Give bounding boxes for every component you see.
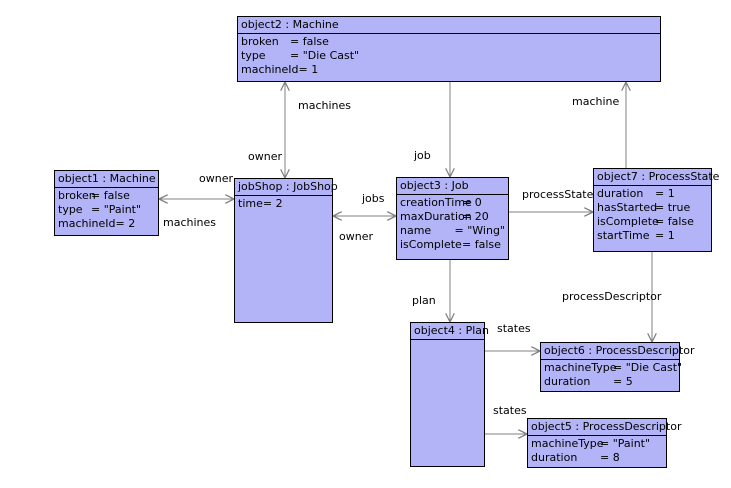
role-label-states: states [497, 322, 531, 335]
role-label-process-state: processState [522, 188, 594, 201]
attribute-name: machineId [241, 63, 299, 76]
object1-box[interactable]: object1 : Machine broken= false type = "P… [54, 170, 159, 236]
attribute-name: time [238, 197, 263, 210]
attribute-value: = 1 [655, 229, 675, 242]
attribute-row: hasStarted= true [597, 201, 708, 215]
object4-title: object4 : Plan [411, 323, 489, 340]
object3-box[interactable]: object3 : Job creationTime= 0 maxDuratio… [396, 177, 509, 260]
attribute-row: maxDuration= 20 [400, 210, 505, 224]
attribute-row: name = "Wing" [400, 224, 505, 238]
role-label-job: job [414, 149, 431, 162]
attribute-value: = 20 [462, 210, 489, 223]
attribute-value: = true [655, 201, 691, 214]
attribute-name: duration [544, 375, 591, 388]
attribute-row: duration = 1 [597, 187, 708, 201]
attribute-value: = "Wing" [454, 224, 505, 237]
attribute-row: broken = false [241, 35, 657, 49]
attribute-row: isComplete= false [597, 215, 708, 229]
attribute-value: = 2 [262, 197, 283, 210]
attribute-name: broken [241, 35, 279, 48]
attribute-row: machineType= "Paint" [531, 437, 663, 451]
role-label-states: states [493, 404, 527, 417]
role-label-jobs: jobs [362, 192, 385, 205]
object2-title: object2 : Machine [238, 17, 660, 34]
role-label-process-descriptor: processDescriptor [562, 290, 662, 303]
object5-box[interactable]: object5 : ProcessDescriptor machineType=… [527, 418, 681, 468]
object2-box[interactable]: object2 : Machine broken = false type = "D… [237, 16, 661, 82]
attribute-row: time= 2 [238, 197, 329, 211]
attribute-name: startTime [597, 229, 650, 242]
attribute-value: = 5 [613, 375, 633, 388]
attribute-name: duration [597, 187, 644, 200]
attribute-row: machineId= 1 [241, 63, 657, 77]
attribute-row: type = "Die Cast" [241, 49, 657, 63]
attribute-value: = "Paint" [91, 203, 142, 216]
attribute-name: creationTime [400, 196, 472, 209]
object6-title: object6 : ProcessDescriptor [541, 343, 694, 360]
attribute-value: = 0 [462, 196, 482, 209]
attribute-name: hasStarted [597, 201, 658, 214]
attribute-name: machineId [58, 217, 116, 230]
attribute-row: broken= false [58, 189, 155, 203]
object5-title: object5 : ProcessDescriptor [528, 419, 681, 436]
attribute-row: duration = 8 [531, 451, 663, 465]
attribute-name: maxDuration [400, 210, 472, 223]
attribute-value: = 8 [600, 451, 620, 464]
role-label-plan: plan [412, 294, 436, 307]
attribute-name: machineType [544, 361, 617, 374]
jobshop-box[interactable]: jobShop : JobShop time= 2 [234, 178, 338, 323]
attribute-value: = "Paint" [600, 437, 651, 450]
attribute-value: = false [91, 189, 130, 202]
attribute-name: duration [531, 451, 578, 464]
attribute-row: creationTime= 0 [400, 196, 505, 210]
attribute-value: = 1 [655, 187, 675, 200]
attribute-value: = "Die Cast" [613, 361, 683, 374]
attribute-name: isComplete [400, 238, 462, 251]
role-label-machines: machines [298, 99, 352, 112]
role-label-machine: machine [572, 95, 620, 108]
jobshop-title: jobShop : JobShop [235, 179, 338, 196]
attribute-value: = false [655, 215, 694, 228]
role-label-owner: owner [248, 150, 282, 163]
object1-title: object1 : Machine [55, 171, 158, 188]
attribute-row: machineId= 2 [58, 217, 155, 231]
attribute-name: name [400, 224, 432, 237]
attribute-name: broken [58, 189, 96, 202]
attribute-value: = "Die Cast" [290, 49, 360, 62]
object6-box[interactable]: object6 : ProcessDescriptor machineType=… [540, 342, 694, 392]
attribute-row: duration = 5 [544, 375, 676, 389]
attribute-row: type = "Paint" [58, 203, 155, 217]
attribute-name: type [241, 49, 266, 62]
role-label-machines: machines [163, 216, 217, 229]
role-label-owner: owner [339, 230, 373, 243]
object7-title: object7 : ProcessState [594, 169, 719, 186]
attribute-name: isComplete [597, 215, 659, 228]
attribute-value: = 1 [298, 63, 319, 76]
attribute-value: = 2 [115, 217, 136, 230]
object4-box[interactable]: object4 : Plan [410, 322, 489, 467]
attribute-row: machineType= "Die Cast" [544, 361, 682, 375]
attribute-name: machineType [531, 437, 604, 450]
attribute-row: startTime = 1 [597, 229, 708, 243]
object3-title: object3 : Job [397, 178, 508, 195]
object7-box[interactable]: object7 : ProcessState duration = 1 hasSt… [593, 168, 719, 252]
attribute-value: = false [290, 35, 329, 48]
attribute-row: isComplete= false [400, 238, 505, 252]
attribute-name: type [58, 203, 83, 216]
role-label-owner: owner [199, 172, 233, 185]
attribute-value: = false [462, 238, 501, 251]
